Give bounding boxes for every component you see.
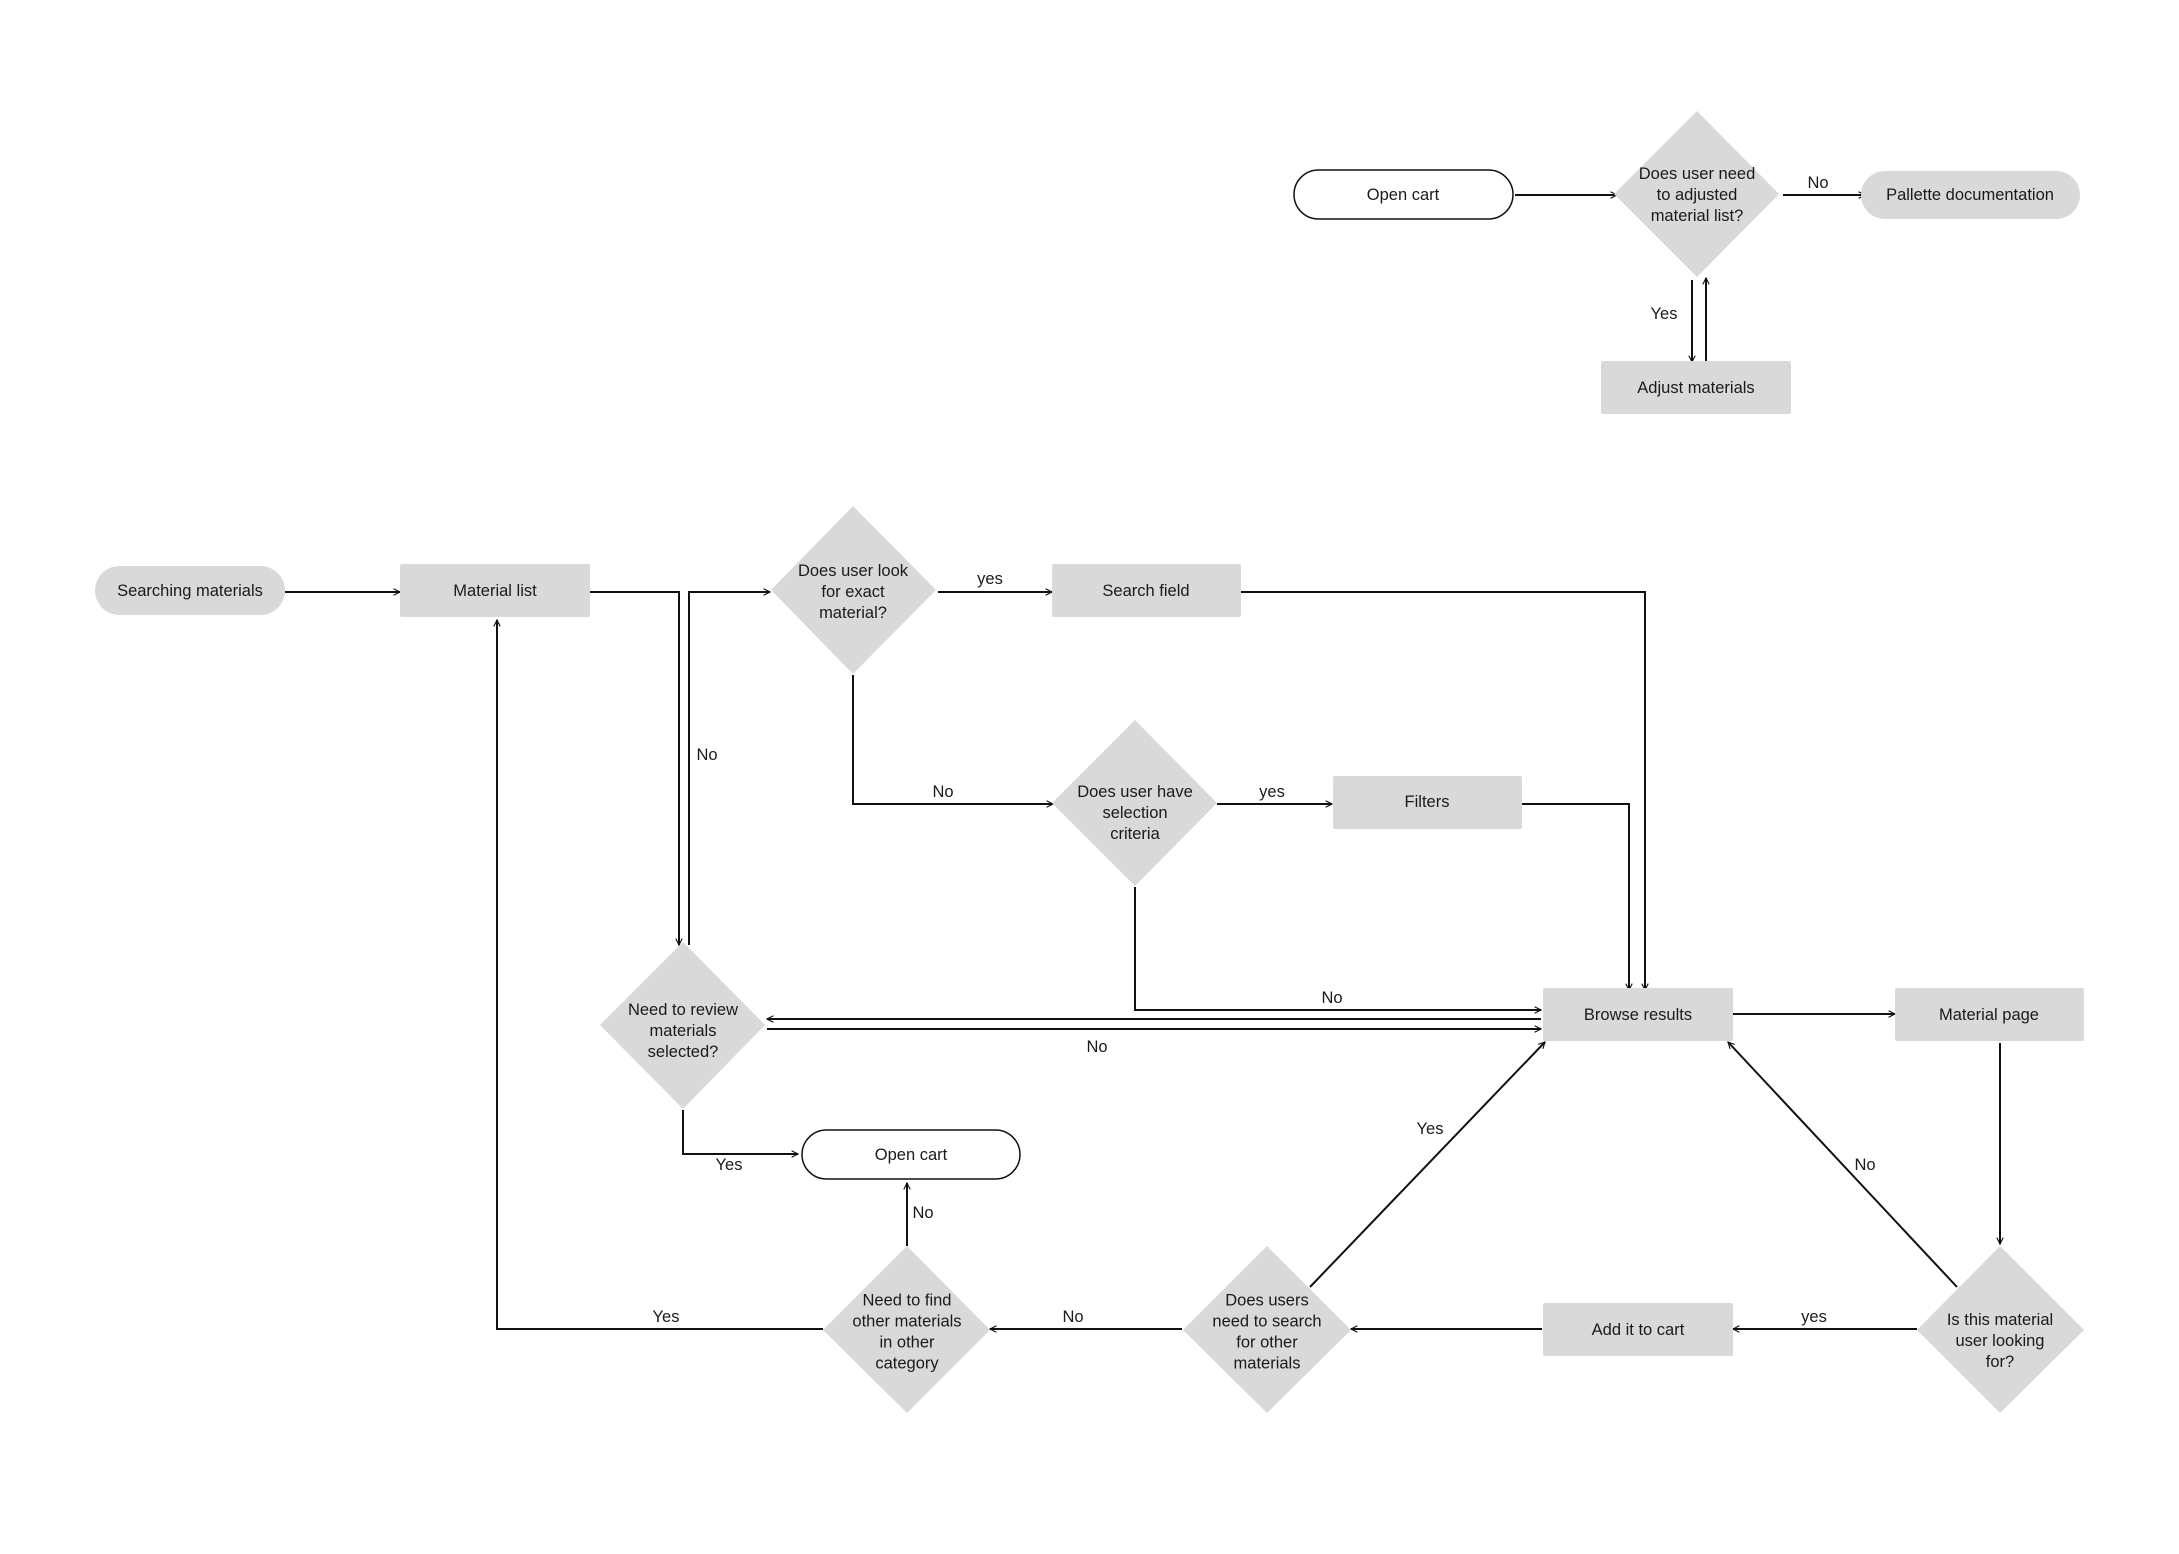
label-line: materials [650,1022,717,1040]
node-search-field[interactable]: Search field [1052,564,1241,617]
edge-filters-to-browse [1522,803,1629,990]
decision-exact-material[interactable]: Does user look for exact material? [771,506,936,674]
edge-criteria-to-browse [1134,887,1541,1010]
label-line: material? [819,604,887,622]
node-label: Open cart [875,1146,948,1164]
node-label: Browse results [1584,1006,1692,1024]
label-line: for? [1986,1353,2014,1371]
node-add-to-cart[interactable]: Add it to cart [1543,1303,1733,1356]
edge-label-is-material-no: No [1854,1156,1875,1174]
node-filters[interactable]: Filters [1333,776,1522,829]
label-line: other materials [852,1313,961,1331]
edge-search-other-to-browse [1309,1042,1545,1288]
label-line: selection [1102,804,1167,822]
node-label: Searching materials [117,582,263,600]
label-line: Does user have [1077,783,1193,801]
node-label: Add it to cart [1592,1321,1685,1339]
edge-label-criteria-yes: yes [1259,783,1285,801]
edge-label-exact-no: No [932,783,953,801]
node-label: Adjust materials [1637,379,1754,397]
label-line: selected? [648,1043,719,1061]
edge-label-is-material-yes: yes [1801,1308,1827,1326]
nodes: Open cart Does user need to adjusted mater… [95,111,2084,1413]
decision-label: Does user need to adjusted material list? [1639,165,1756,225]
node-material-list[interactable]: Material list [400,564,590,617]
decision-review-selected[interactable]: Need to review materials selected? [600,942,765,1109]
edge-search-field-to-browse [1240,591,1645,990]
edge-label-browse-review-no: No [1086,1038,1107,1056]
edge-label-review-no: No [696,746,717,764]
decision-label: Does user have selection criteria [1077,783,1193,843]
label-line: material list? [1651,207,1744,225]
node-pallette-documentation[interactable]: Pallette documentation [1861,171,2080,219]
node-label: Pallette documentation [1886,186,2054,204]
label-line: materials [1234,1355,1301,1373]
edge-labels: No Yes No yes No yes No No Yes No Yes No… [653,174,1876,1326]
node-label: Material page [1939,1006,2039,1024]
edge-label-adjust-yes: Yes [1651,305,1678,323]
label-line: for other [1236,1334,1298,1352]
edge-label-criteria-no: No [1321,989,1342,1007]
decision-label: Need to find other materials in other categ… [852,1292,961,1373]
edge-label-search-other-yes: Yes [1417,1120,1444,1138]
node-label: Open cart [1367,186,1440,204]
decision-label: Need to review materials selected? [628,1001,738,1061]
node-browse-results[interactable]: Browse results [1543,988,1733,1041]
label-line: category [875,1355,939,1373]
decision-label: Does user look for exact material? [798,562,909,622]
node-adjust-materials[interactable]: Adjust materials [1601,361,1791,414]
edge-is-material-to-browse [1728,1042,1958,1288]
edge-label-exact-yes: yes [977,570,1003,588]
decision-selection-criteria[interactable]: Does user have selection criteria [1052,720,1217,886]
label-line: Does users [1225,1292,1308,1310]
decision-need-adjust[interactable]: Does user need to adjusted material list? [1614,111,1779,277]
edge-label-adjust-no: No [1807,174,1828,192]
decision-label: Is this material user looking for? [1947,1311,2053,1371]
edges [285,195,2000,1329]
edge-find-other-to-material-list [497,620,823,1330]
edge-exact-to-criteria [852,675,1053,804]
decision-search-other[interactable]: Does users need to search for other materia… [1183,1246,1351,1413]
label-line: for exact [821,583,885,601]
decision-is-this-material[interactable]: Is this material user looking for? [1917,1246,2084,1413]
node-label: Filters [1405,793,1450,811]
label-line: in other [879,1334,935,1352]
label-line: Need to review [628,1001,738,1019]
node-label: Material list [453,582,537,600]
label-line: user looking [1956,1332,2045,1350]
label-line: Does user look [798,562,909,580]
node-searching-materials[interactable]: Searching materials [95,566,285,615]
edge-label-find-other-yes: Yes [653,1308,680,1326]
label-line: criteria [1110,825,1160,843]
edge-review-to-exact-material [688,592,770,945]
decision-find-other-category[interactable]: Need to find other materials in other categ… [823,1246,990,1413]
edge-material-list-to-review [590,591,679,945]
label-line: need to search [1212,1313,1321,1331]
label-line: Is this material [1947,1311,2053,1329]
label-line: Need to find [863,1292,952,1310]
node-open-cart-bottom[interactable]: Open cart [801,1129,1021,1180]
edge-label-search-other-no: No [1062,1308,1083,1326]
edge-label-review-yes: Yes [716,1156,743,1174]
edge-review-to-open-cart [682,1110,798,1154]
label-line: to adjusted [1657,186,1738,204]
edge-label-find-other-no: No [912,1204,933,1222]
node-material-page[interactable]: Material page [1895,988,2084,1041]
node-open-cart-top[interactable]: Open cart [1293,169,1514,220]
decision-label: Does users need to search for other materia… [1212,1292,1321,1373]
label-line: Does user need [1639,165,1756,183]
node-label: Search field [1102,582,1189,600]
